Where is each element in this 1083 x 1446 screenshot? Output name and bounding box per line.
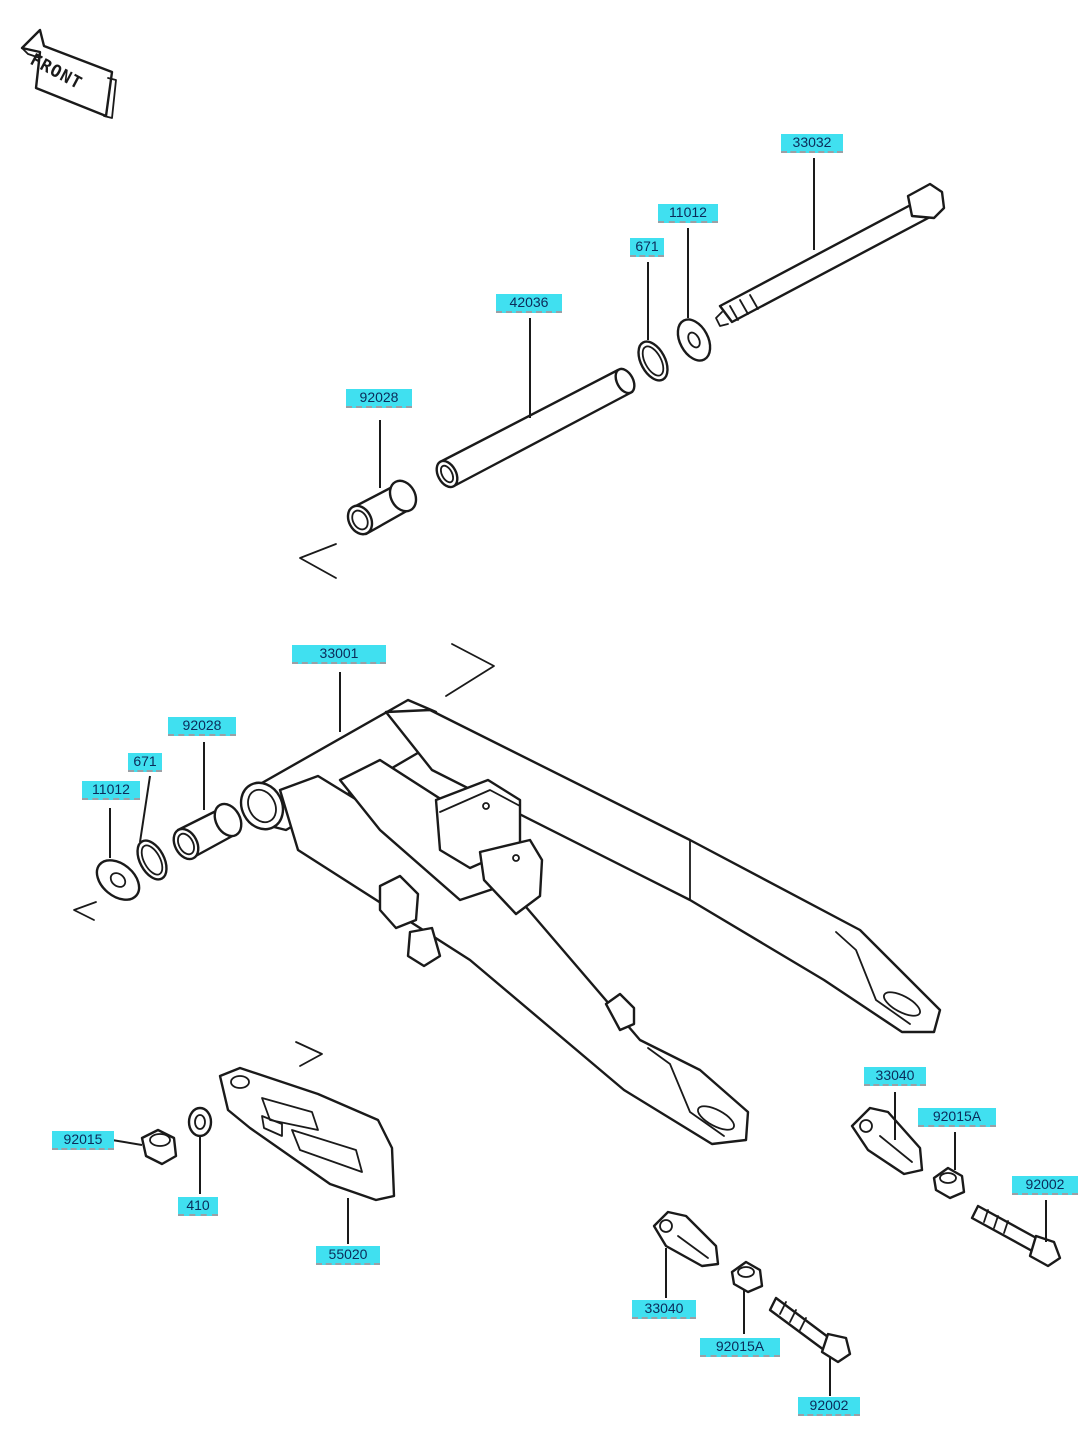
chain-adjuster-33040-right[interactable] [850,1106,924,1176]
pivot-bolt-33032[interactable] [715,182,946,327]
bolt-92002-bottom[interactable] [768,1296,852,1364]
callout-11012-top[interactable]: 11012 [658,204,718,223]
swingarm-33001[interactable] [233,698,942,1146]
callout-92015A-right[interactable]: 92015A [918,1108,996,1127]
callout-92002-bottom[interactable]: 92002 [798,1397,860,1416]
leader-lines [109,158,1047,1396]
callout-671-top[interactable]: 671 [630,238,664,257]
callout-33001[interactable]: 33001 [292,645,386,664]
washer-410[interactable] [187,1106,213,1138]
washer-11012-top[interactable] [671,314,716,366]
callout-33040-bottom[interactable]: 33040 [632,1300,696,1319]
callout-410[interactable]: 410 [178,1197,218,1216]
oring-671-left[interactable] [132,836,173,884]
callout-92015A-bottom[interactable]: 92015A [700,1338,780,1357]
sleeve-42036[interactable] [432,366,638,491]
front-arrow-icon [20,28,117,119]
callout-33040-right[interactable]: 33040 [864,1067,926,1086]
oring-671-top[interactable] [633,337,674,385]
nut-92015[interactable] [140,1128,178,1166]
callout-671-left[interactable]: 671 [128,753,162,772]
nut-92015A-right[interactable] [932,1166,966,1200]
nut-92015A-bottom[interactable] [730,1260,764,1294]
chain-guide-55020[interactable] [218,1066,396,1202]
bolt-92002-right[interactable] [970,1204,1062,1268]
callout-33032[interactable]: 33032 [781,134,843,153]
bushing-92028-left[interactable] [169,799,247,863]
bushing-92028-top[interactable] [343,476,421,538]
callout-92002-right[interactable]: 92002 [1012,1176,1078,1195]
callout-55020[interactable]: 55020 [316,1246,380,1265]
chain-adjuster-33040-bottom[interactable] [652,1210,720,1268]
callout-42036[interactable]: 42036 [496,294,562,313]
callout-92028-top[interactable]: 92028 [346,389,412,408]
callout-92028-left[interactable]: 92028 [168,717,236,736]
callout-92015[interactable]: 92015 [52,1131,114,1150]
callout-11012-left[interactable]: 11012 [82,781,140,800]
washer-11012-left[interactable] [89,852,146,907]
